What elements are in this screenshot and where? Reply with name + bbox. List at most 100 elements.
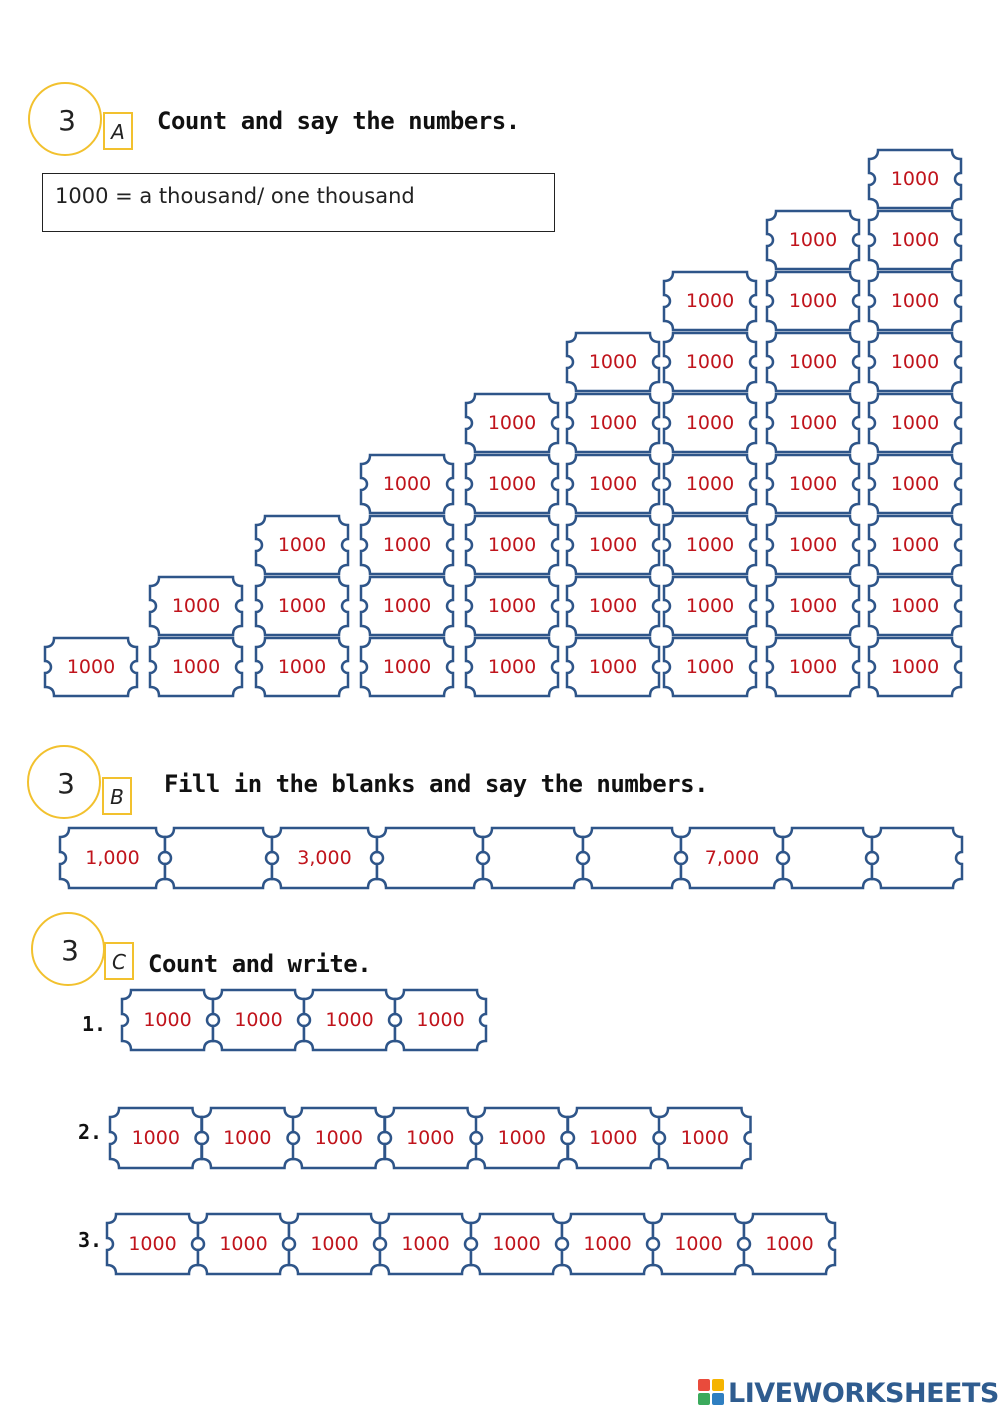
ticket-value: 1000	[66, 656, 116, 678]
ticket-value: 1000	[588, 656, 638, 678]
ticket-1000: 1000	[211, 988, 306, 1052]
ticket-value: 1000	[588, 412, 638, 434]
section-a-heading: Count and say the numbers.	[157, 107, 520, 135]
ticket-1000: 1000	[765, 575, 861, 637]
ticket-1000: 1000	[148, 636, 244, 698]
ticket-value: 1000	[406, 1127, 455, 1149]
ticket-value: 1000	[487, 534, 537, 556]
ticket-1000: 1000	[469, 1212, 564, 1276]
ticket-1000: 1000	[566, 1106, 661, 1170]
ticket-1000: 1000	[464, 453, 560, 515]
ticket-outline	[565, 636, 661, 698]
ticket-outline	[464, 636, 560, 698]
ticket-value: 1000	[382, 534, 432, 556]
ticket-value: 1000	[890, 595, 940, 617]
blank-ticket[interactable]	[870, 826, 964, 890]
ticket-value: 7,000	[704, 847, 760, 869]
ticket-value: 1000	[583, 1233, 632, 1255]
ticket-1000: 1000	[565, 514, 661, 576]
ticket-value: 1000	[890, 473, 940, 495]
row-number: 2.	[78, 1120, 103, 1144]
ticket-1000: 1000	[662, 575, 758, 637]
ticket-outline	[662, 636, 758, 698]
ticket-1000: 1000	[287, 1212, 382, 1276]
ticket-1000: 1000	[662, 514, 758, 576]
ticket-1000: 1000	[867, 209, 963, 271]
ticket-value: 1000	[674, 1233, 723, 1255]
liveworksheets-logo[interactable]: LIVEWORKSHEETS	[698, 1375, 999, 1411]
ticket-1000: 1000	[657, 1106, 752, 1170]
ticket-value: 1000	[890, 168, 940, 190]
ticket-1000: 1000	[43, 636, 139, 698]
ticket-outline	[867, 331, 963, 393]
ticket-outline	[662, 575, 758, 637]
ticket-value: 1000	[588, 473, 638, 495]
filled-ticket: 3,000	[270, 826, 379, 890]
ticket-1000: 1000	[565, 392, 661, 454]
ticket-value: 1000	[589, 1127, 638, 1149]
ticket-outline	[359, 514, 455, 576]
row-number: 1.	[82, 1012, 107, 1036]
ticket-1000: 1000	[765, 392, 861, 454]
ticket-1000: 1000	[254, 514, 350, 576]
ticket-outline	[359, 453, 455, 515]
ticket-value: 1000	[788, 229, 838, 251]
ticket-1000: 1000	[765, 453, 861, 515]
ticket-1000: 1000	[565, 453, 661, 515]
ticket-value: 1000	[788, 412, 838, 434]
ticket-1000: 1000	[662, 453, 758, 515]
ticket-value: 1000	[788, 290, 838, 312]
definition-box: 1000 = a thousand/ one thousand	[42, 173, 555, 232]
ticket-1000: 1000	[464, 514, 560, 576]
ticket-1000: 1000	[359, 514, 455, 576]
ticket-outline	[662, 514, 758, 576]
ticket-outline	[765, 575, 861, 637]
ticket-value: 1000	[788, 534, 838, 556]
ticket-outline	[765, 514, 861, 576]
ticket-outline	[464, 575, 560, 637]
ticket-1000: 1000	[393, 988, 488, 1052]
section-c-badge: 3	[31, 912, 105, 986]
ticket-value: 1000	[492, 1233, 541, 1255]
ticket-value: 1000	[382, 595, 432, 617]
ticket-outline	[662, 331, 758, 393]
ticket-value: 1000	[277, 656, 327, 678]
ticket-outline	[254, 514, 350, 576]
ticket-value: 1000	[277, 595, 327, 617]
ticket-1000: 1000	[196, 1212, 291, 1276]
section-b-badge: 3	[27, 745, 101, 819]
ticket-value: 1000	[487, 412, 537, 434]
ticket-outline	[867, 209, 963, 271]
ticket-1000: 1000	[867, 575, 963, 637]
ticket-outline	[765, 209, 861, 271]
ticket-outline	[867, 575, 963, 637]
ticket-value: 1000	[219, 1233, 268, 1255]
ticket-value: 1000	[131, 1127, 180, 1149]
ticket-1000: 1000	[148, 575, 244, 637]
liveworksheets-logo-icon	[698, 1379, 726, 1407]
ticket-1000: 1000	[359, 453, 455, 515]
ticket-outline	[657, 1106, 752, 1170]
ticket-outline	[565, 514, 661, 576]
ticket-value: 1000	[325, 1009, 374, 1031]
ticket-1000: 1000	[378, 1212, 473, 1276]
ticket-1000: 1000	[867, 148, 963, 210]
ticket-1000: 1000	[662, 636, 758, 698]
ticket-value: 1000	[588, 595, 638, 617]
ticket-value: 1000	[788, 351, 838, 373]
ticket-outline	[565, 575, 661, 637]
ticket-1000: 1000	[867, 514, 963, 576]
ticket-1000: 1000	[765, 209, 861, 271]
ticket-1000: 1000	[359, 636, 455, 698]
ticket-outline	[867, 392, 963, 454]
ticket-value: 1000	[487, 473, 537, 495]
section-c-number: 3	[61, 934, 79, 967]
ticket-outline	[359, 575, 455, 637]
ticket-1000: 1000	[464, 392, 560, 454]
ticket-value: 1000	[143, 1009, 192, 1031]
ticket-value: 1000	[685, 290, 735, 312]
ticket-value: 1000	[487, 595, 537, 617]
ticket-value: 1000	[171, 595, 221, 617]
